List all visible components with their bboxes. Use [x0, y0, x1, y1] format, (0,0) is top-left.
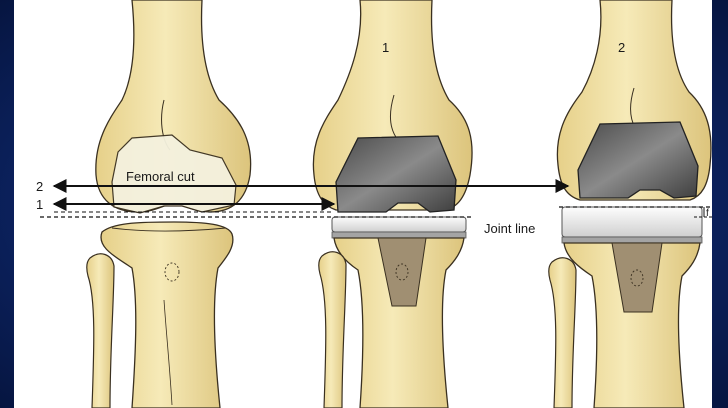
diagram-frame: 2 1 Femoral cut Joint line 1 2 f [14, 0, 712, 408]
label-joint-line: Joint line [484, 221, 535, 236]
tibial-insert-1 [332, 217, 466, 232]
femoral-component-2 [578, 122, 698, 198]
knee-component-2 [549, 0, 711, 408]
fibula-1 [319, 252, 346, 408]
knee-diagram: 2 1 Femoral cut Joint line 1 2 f [14, 0, 712, 408]
label-knee-1: 1 [382, 40, 389, 55]
label-offset: f [706, 208, 709, 219]
tibial-insert-2 [562, 207, 702, 237]
label-level-1: 1 [36, 197, 43, 212]
tibial-tray-2 [562, 237, 702, 243]
label-femoral-cut: Femoral cut [126, 169, 195, 184]
knee-component-1 [313, 0, 472, 408]
femoral-component-1 [336, 136, 456, 212]
label-knee-2: 2 [618, 40, 625, 55]
fibula-native [87, 254, 114, 408]
tibia-native [101, 222, 233, 408]
fibula-2 [549, 258, 576, 408]
tibial-tray-1 [332, 232, 466, 238]
label-level-2: 2 [36, 179, 43, 194]
